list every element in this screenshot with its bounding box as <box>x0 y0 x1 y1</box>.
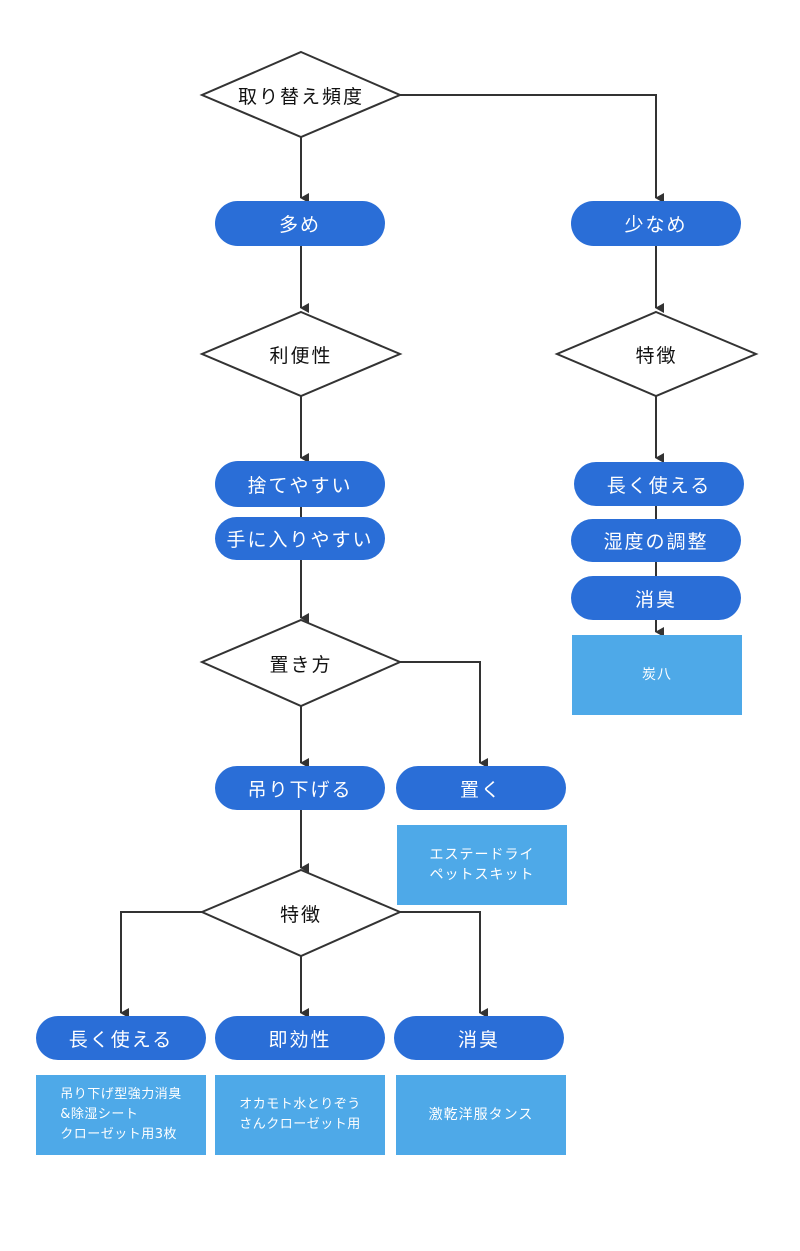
option-pill-long-lasting-left: 長く使える <box>36 1016 206 1060</box>
result-line: さんクローゼット用 <box>239 1117 361 1132</box>
connector-frequency-to-infrequent <box>400 94 664 203</box>
option-pill-easy-to-obtain: 手に入りやすい <box>215 517 385 560</box>
option-pill-hanging: 吊り下げる <box>215 766 385 810</box>
result-line: クローゼット用3枚 <box>60 1127 178 1142</box>
option-pill-easy-to-dispose: 捨てやすい <box>215 461 385 507</box>
result-box-charcoal: 炭八 <box>572 635 742 715</box>
decision-diamond-frequency <box>199 50 403 139</box>
result-line: &除湿シート <box>60 1107 139 1122</box>
option-pill-long-lasting-right: 長く使える <box>574 462 744 506</box>
decision-diamond-feature-infrequent <box>554 310 759 398</box>
decision-label-frequency: 取り替え頻度 <box>237 85 364 108</box>
result-line: オカモト水とりぞう <box>239 1097 361 1112</box>
decision-label-feature-hanging: 特徴 <box>279 903 322 926</box>
option-pill-frequent: 多め <box>215 201 385 246</box>
option-pill-infrequent: 少なめ <box>571 201 741 246</box>
result-box-hanging-sheet: 吊り下げ型強力消臭 &除湿シート クローゼット用3枚 <box>36 1075 206 1155</box>
option-pill-fast-acting: 即効性 <box>215 1016 385 1060</box>
result-box-gekikan: 激乾洋服タンス <box>396 1075 566 1155</box>
result-box-estee: エステードライ ペットスキット <box>397 825 567 905</box>
result-line: ペットスキット <box>429 867 535 883</box>
decision-diamond-feature-hanging <box>199 868 403 958</box>
decision-diamond-placement <box>199 618 403 708</box>
decision-label-feature-infrequent: 特徴 <box>635 344 678 367</box>
result-line: 吊り下げ型強力消臭 <box>60 1087 182 1102</box>
connector-feature-to-deodorize <box>400 911 488 1018</box>
connector-placement-to-placing <box>400 661 488 768</box>
decision-label-convenience: 利便性 <box>269 344 333 367</box>
result-box-okamoto: オカモト水とりぞう さんクローゼット用 <box>215 1075 385 1155</box>
connector-feature-to-long-lasting <box>120 911 202 1018</box>
option-pill-deodorize-left: 消臭 <box>394 1016 564 1060</box>
decision-label-placement: 置き方 <box>269 653 333 676</box>
result-line: エステードライ <box>429 847 535 863</box>
result-line: 激乾洋服タンス <box>428 1107 534 1123</box>
result-line: 炭八 <box>642 667 672 683</box>
decision-diamond-convenience <box>199 310 403 398</box>
option-pill-placing: 置く <box>396 766 566 810</box>
option-pill-humidity-control: 湿度の調整 <box>571 519 741 562</box>
option-pill-deodorize-right: 消臭 <box>571 576 741 620</box>
